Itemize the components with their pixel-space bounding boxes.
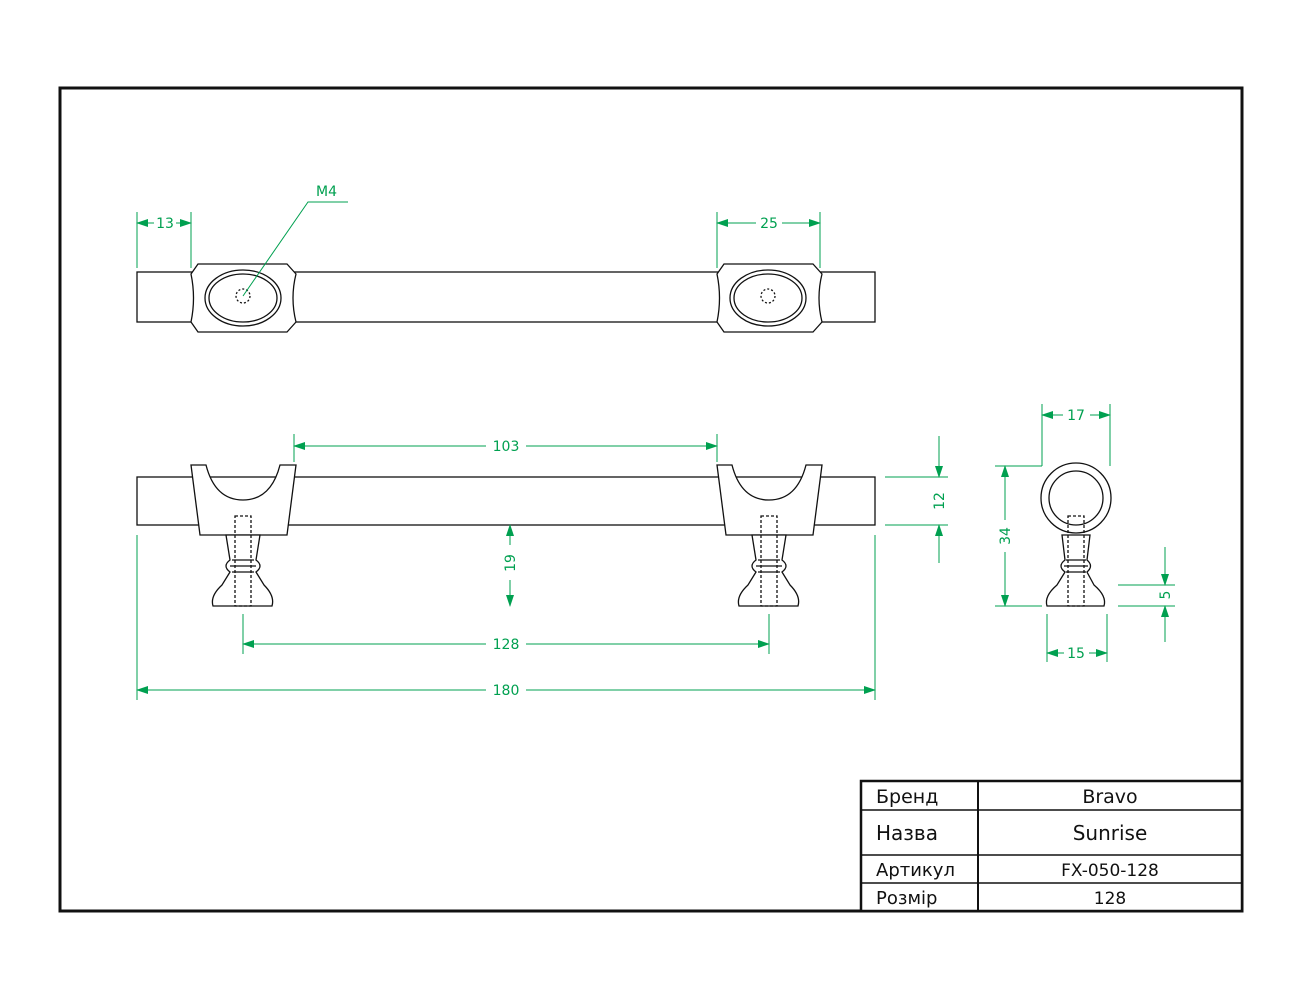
top-view-bar <box>136 271 876 323</box>
dim-label-13: 13 <box>156 216 174 232</box>
title-block-label-article: Артикул <box>876 860 955 881</box>
top-view-dimensions <box>136 201 821 297</box>
title-block-label-name: Назва <box>876 821 938 845</box>
dim-label-128: 128 <box>493 637 520 653</box>
front-view <box>136 464 876 607</box>
title-block-value-brand: Bravo <box>1082 786 1137 808</box>
side-view-dimensions <box>995 404 1175 662</box>
dim-label-25: 25 <box>760 216 778 232</box>
thread-leader <box>242 201 348 297</box>
dim-label-34: 34 <box>998 527 1014 545</box>
side-view-ring-outer <box>1040 462 1112 534</box>
front-view-dimensions <box>136 434 948 700</box>
dim-label-19: 19 <box>503 554 519 572</box>
side-view-ring-inner <box>1048 470 1104 526</box>
dim-label-17: 17 <box>1067 408 1085 424</box>
dim-label-103: 103 <box>493 439 520 455</box>
top-view-right-mount <box>716 263 823 333</box>
title-block-label-brand: Бренд <box>876 786 938 808</box>
title-block-value-name: Sunrise <box>1073 821 1148 845</box>
dim-label-15: 15 <box>1067 646 1085 662</box>
side-view <box>1040 462 1112 607</box>
top-view <box>136 263 876 333</box>
title-block: Бренд Bravo Назва Sunrise Артикул FX-050… <box>859 779 1244 913</box>
dim-label-180: 180 <box>493 683 520 699</box>
front-view-left-mount <box>190 464 297 607</box>
thread-label: M4 <box>316 184 337 200</box>
dim-label-12: 12 <box>932 492 948 510</box>
front-view-right-mount <box>716 464 823 607</box>
title-block-value-article: FX-050-128 <box>1061 861 1159 881</box>
top-view-left-mount <box>190 263 297 333</box>
dim-label-5: 5 <box>1158 591 1174 600</box>
title-block-label-size: Розмір <box>876 888 937 909</box>
drawing-frame <box>58 86 1244 913</box>
title-block-value-size: 128 <box>1094 889 1126 909</box>
